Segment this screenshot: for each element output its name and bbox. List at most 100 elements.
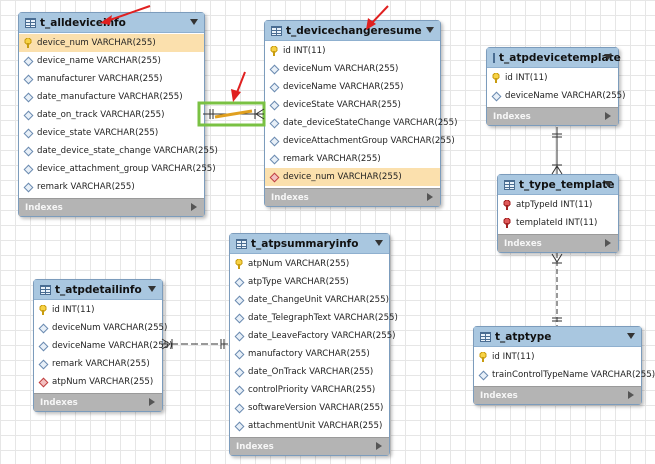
table-t-atptype[interactable]: t_atptype id INT(11)trainControlTypeName…: [473, 326, 655, 405]
table-header[interactable]: t_type_template: [498, 175, 618, 195]
table-t-type-template[interactable]: t_type_template atpTypeId INT(11)templat…: [497, 174, 619, 253]
indexes-section[interactable]: Indexes: [19, 198, 204, 216]
primary-key-icon: [479, 352, 487, 362]
table-name: t_atptype: [495, 330, 552, 343]
table-name: t_alldeviceinfo: [40, 16, 126, 29]
column-text: device_num VARCHAR(255): [283, 172, 402, 182]
table-header[interactable]: t_atpdetailinfo: [34, 280, 162, 300]
table-header[interactable]: t_atpsummaryinfo: [230, 234, 389, 254]
collapse-caret-icon[interactable]: [375, 240, 383, 246]
column-text: softwareVersion VARCHAR(255): [248, 403, 384, 413]
column-row[interactable]: device_num VARCHAR(255): [19, 34, 204, 52]
column-row[interactable]: manufactory VARCHAR(255): [230, 345, 389, 363]
column-row[interactable]: id INT(11): [265, 42, 440, 60]
column-row[interactable]: date_on_track VARCHAR(255): [19, 106, 204, 124]
collapse-caret-icon[interactable]: [627, 333, 635, 339]
column-row[interactable]: atpNum VARCHAR(255): [34, 373, 162, 391]
table-t-atpdetailinfo[interactable]: t_atpdetailinfo id INT(11)deviceNum VARC…: [33, 279, 172, 412]
column-row[interactable]: softwareVersion VARCHAR(255): [230, 399, 389, 417]
column-row[interactable]: deviceAttachmentGroup VARCHAR(255): [265, 132, 455, 150]
column-text: date_ChangeUnit VARCHAR(255): [248, 295, 389, 305]
relationship-atpdevicetemplate-typetemplate[interactable]: [551, 127, 563, 175]
relationship-alldeviceinfo-devicechangeresume[interactable]: [197, 101, 266, 127]
table-icon: [504, 179, 515, 190]
indexes-label: Indexes: [480, 390, 518, 401]
column-row[interactable]: manufacturer VARCHAR(255): [19, 70, 204, 88]
expand-arrow-icon[interactable]: [376, 442, 382, 450]
indexes-section[interactable]: Indexes: [34, 393, 162, 411]
column-row[interactable]: remark VARCHAR(255): [19, 178, 204, 196]
table-t-atpdevicetemplate[interactable]: t_atpdevicetemplate id INT(11) deviceName…: [486, 47, 625, 126]
column-row[interactable]: atpTypeId INT(11): [498, 196, 618, 214]
column-row[interactable]: templateId INT(11): [498, 214, 618, 232]
indexes-label: Indexes: [25, 202, 63, 213]
column-text: id INT(11): [505, 73, 548, 83]
column-row[interactable]: deviceNum VARCHAR(255): [265, 60, 440, 78]
expand-arrow-icon[interactable]: [427, 193, 433, 201]
indexes-label: Indexes: [504, 238, 542, 249]
indexes-section[interactable]: Indexes: [498, 234, 618, 252]
relationship-typetemplate-atptype[interactable]: [551, 253, 563, 326]
collapse-caret-icon[interactable]: [148, 286, 156, 292]
column-row[interactable]: trainControlTypeName VARCHAR(255): [474, 366, 655, 384]
table-header[interactable]: t_atptype: [474, 327, 641, 347]
column-row[interactable]: id INT(11): [474, 348, 641, 366]
column-row[interactable]: date_deviceStateChange VARCHAR(255): [265, 114, 457, 132]
column-row[interactable]: remark VARCHAR(255): [265, 150, 440, 168]
indexes-section[interactable]: Indexes: [487, 107, 618, 125]
table-header[interactable]: t_devicechangeresume: [265, 21, 440, 41]
column-row[interactable]: deviceName VARCHAR(255): [265, 78, 440, 96]
expand-arrow-icon[interactable]: [605, 112, 611, 120]
collapse-caret-icon[interactable]: [604, 181, 612, 187]
column-text: attachmentUnit VARCHAR(255): [248, 421, 383, 431]
collapse-caret-icon[interactable]: [426, 27, 434, 33]
primary-key-icon: [492, 73, 500, 83]
expand-arrow-icon[interactable]: [191, 203, 197, 211]
cardinality-many-mark: [161, 338, 171, 350]
column-row[interactable]: id INT(11): [487, 69, 618, 87]
primary-key-icon: [235, 259, 243, 269]
column-row[interactable]: controlPriority VARCHAR(255): [230, 381, 389, 399]
column-row[interactable]: deviceName VARCHAR(255): [487, 87, 625, 105]
column-row[interactable]: deviceState VARCHAR(255): [265, 96, 440, 114]
column-row[interactable]: device_attachment_group VARCHAR(255): [19, 160, 216, 178]
column-row[interactable]: deviceNum VARCHAR(255): [34, 319, 167, 337]
column-row[interactable]: deviceName VARCHAR(255): [34, 337, 172, 355]
table-t-devicechangeresume[interactable]: t_devicechangeresume id INT(11)deviceNum…: [264, 20, 457, 207]
column-row[interactable]: attachmentUnit VARCHAR(255): [230, 417, 389, 435]
indexes-section[interactable]: Indexes: [230, 437, 389, 455]
collapse-caret-icon[interactable]: [604, 54, 612, 60]
column-row[interactable]: remark VARCHAR(255): [34, 355, 162, 373]
indexes-label: Indexes: [493, 111, 531, 122]
table-t-atpsummaryinfo[interactable]: t_atpsummaryinfo atpNum VARCHAR(255)atpT…: [229, 233, 398, 456]
column-row[interactable]: device_name VARCHAR(255): [19, 52, 204, 70]
primary-key-icon: [24, 38, 32, 48]
expand-arrow-icon[interactable]: [605, 239, 611, 247]
column-row[interactable]: device_num VARCHAR(255): [265, 168, 440, 186]
collapse-caret-icon[interactable]: [190, 19, 198, 25]
column-row[interactable]: date_ChangeUnit VARCHAR(255): [230, 291, 389, 309]
column-row[interactable]: date_OnTrack VARCHAR(255): [230, 363, 389, 381]
column-row[interactable]: date_TelegraphText VARCHAR(255): [230, 309, 398, 327]
expand-arrow-icon[interactable]: [628, 391, 634, 399]
relationship-atpdetailinfo-atpsummaryinfo[interactable]: [161, 338, 229, 350]
table-header[interactable]: t_atpdevicetemplate: [487, 48, 621, 68]
column-text: deviceName VARCHAR(255): [52, 341, 173, 351]
column-row[interactable]: date_manufacture VARCHAR(255): [19, 88, 204, 106]
indexes-section[interactable]: Indexes: [474, 386, 641, 404]
table-t-alldeviceinfo[interactable]: t_alldeviceinfo device_num VARCHAR(255)d…: [18, 12, 218, 217]
column-row[interactable]: id INT(11): [34, 301, 162, 319]
expand-arrow-icon[interactable]: [149, 398, 155, 406]
column-row[interactable]: date_device_state_change VARCHAR(255): [19, 142, 218, 160]
column-row[interactable]: date_LeaveFactory VARCHAR(255): [230, 327, 396, 345]
column-text: remark VARCHAR(255): [52, 359, 150, 369]
column-text: date_LeaveFactory VARCHAR(255): [248, 331, 396, 341]
indexes-section[interactable]: Indexes: [265, 188, 440, 206]
table-header[interactable]: t_alldeviceinfo: [19, 13, 204, 33]
column-text: controlPriority VARCHAR(255): [248, 385, 376, 395]
column-row[interactable]: atpNum VARCHAR(255): [230, 255, 389, 273]
column-row[interactable]: device_state VARCHAR(255): [19, 124, 204, 142]
column-row[interactable]: atpType VARCHAR(255): [230, 273, 389, 291]
arrow-head: [100, 15, 112, 25]
